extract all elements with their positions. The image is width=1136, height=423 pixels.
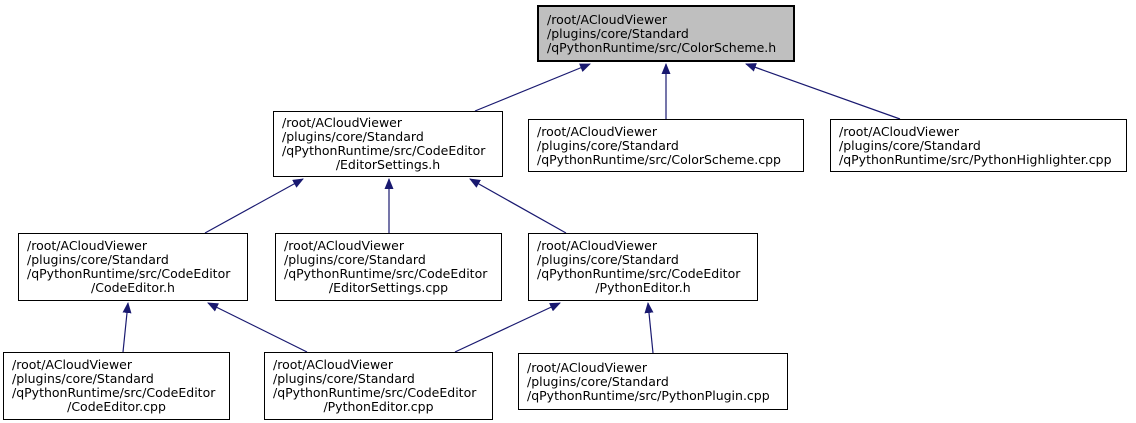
edge-pythonhighlighter-cpp-to-colorscheme-h — [745, 63, 901, 120]
node-label-line: /plugins/core/Standard — [284, 252, 426, 267]
node-label-line: /plugins/core/Standard — [282, 129, 424, 144]
node-label-line: /CodeEditor.cpp — [67, 399, 166, 414]
node-label-line: /CodeEditor.h — [91, 280, 175, 295]
node-label-line: /qPythonRuntime/src/ColorScheme.cpp — [537, 151, 781, 167]
node-label-line: /plugins/core/Standard — [273, 371, 415, 386]
edge-codeeditor-h-to-editorsettings-h — [204, 178, 304, 234]
node-label-line: /plugins/core/Standard — [27, 252, 169, 267]
graph-node-pythonhighlighter-cpp[interactable]: /root/ACloudViewer/plugins/core/Standard… — [830, 119, 1127, 172]
node-label-line: /EditorSettings.cpp — [328, 280, 449, 295]
node-label-line: /root/ACloudViewer — [537, 238, 658, 253]
graph-node-editorsettings-h[interactable]: /root/ACloudViewer/plugins/core/Standard… — [273, 111, 503, 177]
node-label-line: /root/ACloudViewer — [547, 11, 668, 27]
graph-node-colorscheme-h: /root/ACloudViewer/plugins/core/Standard… — [537, 5, 795, 62]
node-label-line: /root/ACloudViewer — [27, 238, 148, 253]
node-label-line: /qPythonRuntime/src/ColorScheme.h — [547, 39, 777, 55]
node-label-line: /PythonEditor.h — [595, 280, 691, 295]
node-label-line: /root/ACloudViewer — [12, 357, 133, 372]
node-label-line: /PythonEditor.cpp — [323, 399, 434, 414]
node-label-line: /root/ACloudViewer — [839, 123, 960, 139]
node-label-line: /qPythonRuntime/src/CodeEditor — [284, 266, 488, 281]
graph-node-pythoneditor-cpp[interactable]: /root/ACloudViewer/plugins/core/Standard… — [264, 352, 493, 420]
node-label-line: /plugins/core/Standard — [537, 137, 679, 153]
node-label-line: /qPythonRuntime/src/CodeEditor — [12, 385, 216, 400]
graph-node-colorscheme-cpp[interactable]: /root/ACloudViewer/plugins/core/Standard… — [528, 119, 804, 172]
graph-node-pythonplugin-cpp[interactable]: /root/ACloudViewer/plugins/core/Standard… — [518, 353, 788, 410]
graph-node-codeeditor-h[interactable]: /root/ACloudViewer/plugins/core/Standard… — [18, 233, 248, 301]
edge-editorsettings-h-to-colorscheme-h — [474, 63, 591, 112]
graph-node-codeeditor-cpp[interactable]: /root/ACloudViewer/plugins/core/Standard… — [3, 352, 230, 420]
node-label-line: /root/ACloudViewer — [284, 238, 405, 253]
edge-pythoneditor-cpp-to-pythoneditor-h — [454, 302, 561, 353]
node-label-line: /plugins/core/Standard — [547, 25, 689, 41]
node-label-line: /EditorSettings.h — [335, 157, 441, 172]
node-label-line: /qPythonRuntime/src/CodeEditor — [27, 266, 231, 281]
node-label-line: /plugins/core/Standard — [839, 137, 981, 153]
node-label-line: /root/ACloudViewer — [273, 357, 394, 372]
graph-node-editorsettings-cpp[interactable]: /root/ACloudViewer/plugins/core/Standard… — [275, 233, 502, 301]
node-label-line: /root/ACloudViewer — [282, 115, 403, 130]
node-label-line: /qPythonRuntime/src/CodeEditor — [282, 143, 486, 158]
node-label-line: /qPythonRuntime/src/PythonPlugin.cpp — [527, 387, 770, 403]
edge-pythoneditor-h-to-editorsettings-h — [469, 178, 567, 234]
edge-pythoneditor-cpp-to-codeeditor-h — [207, 302, 308, 353]
node-label-line: /qPythonRuntime/src/PythonHighlighter.cp… — [839, 151, 1112, 167]
edge-codeeditor-cpp-to-codeeditor-h — [122, 302, 132, 353]
node-label-line: /qPythonRuntime/src/CodeEditor — [537, 266, 741, 281]
node-label-line: /root/ACloudViewer — [537, 123, 658, 139]
node-label-line: /qPythonRuntime/src/CodeEditor — [273, 385, 477, 400]
node-label-line: /root/ACloudViewer — [527, 359, 648, 375]
node-label-line: /plugins/core/Standard — [537, 252, 679, 267]
node-label-line: /plugins/core/Standard — [527, 373, 669, 389]
graph-node-pythoneditor-h[interactable]: /root/ACloudViewer/plugins/core/Standard… — [528, 233, 758, 301]
edge-pythonplugin-cpp-to-pythoneditor-h — [644, 302, 654, 354]
node-label-line: /plugins/core/Standard — [12, 371, 154, 386]
